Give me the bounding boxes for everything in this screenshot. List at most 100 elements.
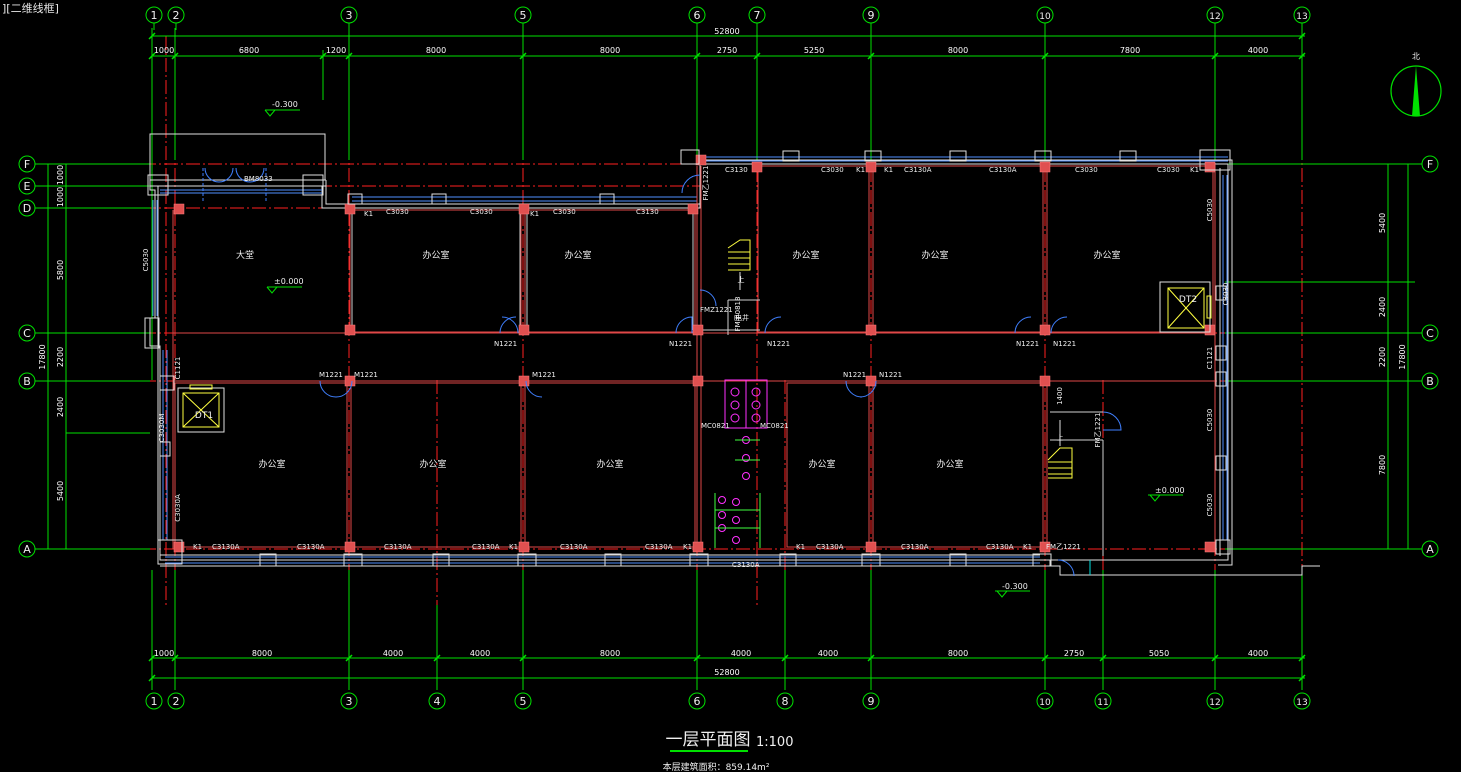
tag-c3030: C3030 bbox=[386, 208, 409, 216]
tag-c3130a: C3130A bbox=[212, 543, 240, 551]
stair-southeast bbox=[1047, 420, 1073, 479]
tag-c3030a: C3030A bbox=[174, 494, 182, 522]
room-office-n2: 办公室 bbox=[564, 249, 591, 261]
floor-area: 本层建筑面积：859.14m² bbox=[663, 761, 770, 772]
grid-label-bottom-2: 2 bbox=[173, 695, 180, 708]
elevation-marks bbox=[264, 109, 1183, 598]
stair-north bbox=[727, 239, 751, 290]
room-office-s2: 办公室 bbox=[419, 458, 446, 470]
dim-left-5: 2400 bbox=[56, 397, 65, 417]
drawing-scale: 1:100 bbox=[756, 735, 793, 750]
dim-bottom-3: 4000 bbox=[383, 649, 403, 658]
dim-top-5: 8000 bbox=[600, 46, 620, 55]
dim-top-6: 2750 bbox=[717, 46, 737, 55]
dim-top-7: 5250 bbox=[804, 46, 824, 55]
elev-lobby: ±0.000 bbox=[274, 277, 304, 286]
grid-label-top-10: 10 bbox=[1039, 12, 1051, 22]
dim-left-3: 5800 bbox=[56, 260, 65, 280]
grid-label-bottom-11: 11 bbox=[1097, 698, 1108, 708]
grid-label-left-D: D bbox=[23, 202, 31, 215]
tag-lobby-door: BM8033 bbox=[244, 175, 273, 183]
north-label: 北 bbox=[1412, 52, 1420, 61]
tag-c5030: C5030 bbox=[142, 249, 150, 272]
grid-label-top-3: 3 bbox=[346, 9, 353, 22]
elevator-dt2 bbox=[1159, 281, 1212, 333]
door-swings bbox=[202, 167, 1122, 577]
tag-c3030: C3030 bbox=[1075, 166, 1098, 174]
tag-m1221: M1221 bbox=[532, 371, 556, 379]
tag-c1121: C1121 bbox=[1206, 347, 1214, 370]
room-office-n5: 办公室 bbox=[1093, 249, 1120, 261]
elev-right: ±0.000 bbox=[1155, 486, 1185, 495]
tag-c3030: C3030 bbox=[553, 208, 576, 216]
room-office-n1: 办公室 bbox=[422, 249, 449, 261]
tag-fmz: FMZ1221 bbox=[700, 306, 733, 314]
tag-m1221: M1221 bbox=[354, 371, 378, 379]
tag-fm-east: FM乙1221 bbox=[1094, 413, 1102, 448]
tag-c3130a: C3130A bbox=[901, 543, 929, 551]
stair-up-label: 上 bbox=[738, 275, 745, 284]
elev-outdoor-bottom: -0.300 bbox=[1002, 582, 1028, 591]
tag-c5030: C5030 bbox=[1206, 494, 1214, 517]
tag-n1221: N1221 bbox=[1016, 340, 1039, 348]
dim-right-2: 2400 bbox=[1378, 297, 1387, 317]
grid-label-top-12: 12 bbox=[1209, 12, 1220, 22]
grid-label-bottom-5: 5 bbox=[520, 695, 527, 708]
dim-right-1: 5400 bbox=[1378, 213, 1387, 233]
tag-c3130: C3130 bbox=[636, 208, 659, 216]
dim-left-6: 5400 bbox=[56, 481, 65, 501]
grid-label-top-9: 9 bbox=[868, 9, 875, 22]
grid-label-top-2: 2 bbox=[173, 9, 180, 22]
tag-elec-well-door: FM甲0818 bbox=[734, 297, 742, 332]
grid-labels: 1 2 3 5 6 7 9 10 12 13 1 2 3 4 5 6 8 9 1… bbox=[23, 9, 1434, 708]
dim-top-2: 6800 bbox=[239, 46, 259, 55]
tag-c1121: C1121 bbox=[174, 357, 182, 380]
tag-k1: K1 bbox=[1190, 166, 1199, 174]
room-office-s1: 办公室 bbox=[258, 458, 285, 470]
grid-label-bottom-10: 10 bbox=[1039, 698, 1051, 708]
tag-n1221: N1221 bbox=[879, 371, 902, 379]
room-labels: 大堂 办公室 办公室 办公室 办公室 办公室 办公室 办公室 办公室 办公室 办… bbox=[236, 249, 1121, 470]
dim-bottom-11: 4000 bbox=[1248, 649, 1268, 658]
dim-right-3: 2200 bbox=[1378, 347, 1387, 367]
dim-bottom-9: 2750 bbox=[1064, 649, 1084, 658]
dimension-lines bbox=[40, 28, 1415, 690]
dimension-texts: 52800 1000 6800 1200 8000 8000 2750 5250… bbox=[154, 27, 1268, 677]
grid-label-bottom-8: 8 bbox=[782, 695, 789, 708]
stair-up-label: 上 bbox=[1057, 433, 1064, 442]
opening-tags: BM8033 K1 C3030 C3030 K1 C3030 C3130 C31… bbox=[193, 166, 1199, 569]
exterior-walls bbox=[149, 133, 1320, 576]
tag-fm-north: FM乙1221 bbox=[702, 166, 710, 201]
tag-1400: 1400 bbox=[1056, 387, 1064, 405]
dim-bottom-6: 4000 bbox=[731, 649, 751, 658]
columns bbox=[173, 154, 1216, 553]
elevator-dt2-label: DT2 bbox=[1179, 295, 1197, 305]
tag-n1221: N1221 bbox=[1053, 340, 1076, 348]
tag-c3130a: C3130A bbox=[297, 543, 325, 551]
room-lobby: 大堂 bbox=[236, 249, 254, 261]
title-block: 一层平面图 1:100 本层建筑面积：859.14m² bbox=[663, 730, 794, 772]
viewport-label[interactable]: ][二维线框] bbox=[2, 2, 59, 15]
tag-m1221: M1221 bbox=[319, 371, 343, 379]
grid-label-right-A: A bbox=[1426, 543, 1434, 556]
grid-label-right-C: C bbox=[1426, 327, 1434, 340]
exterior-windows bbox=[152, 156, 1228, 564]
tag-c3030m: C3030M bbox=[158, 414, 166, 443]
drawing-title: 一层平面图 bbox=[666, 730, 751, 750]
tag-m1221: N1221 bbox=[494, 340, 517, 348]
dim-top-9: 7800 bbox=[1120, 46, 1140, 55]
dim-bottom-5: 8000 bbox=[600, 649, 620, 658]
dim-left-1: 1000 bbox=[56, 165, 65, 185]
dim-bottom-2: 8000 bbox=[252, 649, 272, 658]
tag-c3130a: C3130A bbox=[472, 543, 500, 551]
tag-c3130a: C3130A bbox=[989, 166, 1017, 174]
grid-label-top-13: 13 bbox=[1296, 12, 1307, 22]
dim-bottom-7: 4000 bbox=[818, 649, 838, 658]
toilet-fixtures bbox=[718, 379, 768, 544]
tag-c3030: C3030 bbox=[470, 208, 493, 216]
grid-bubbles-top bbox=[18, 6, 1439, 710]
tag-c3130a: C3130A bbox=[384, 543, 412, 551]
dim-top-3: 1200 bbox=[326, 46, 346, 55]
grid-label-left-A: A bbox=[23, 543, 31, 556]
